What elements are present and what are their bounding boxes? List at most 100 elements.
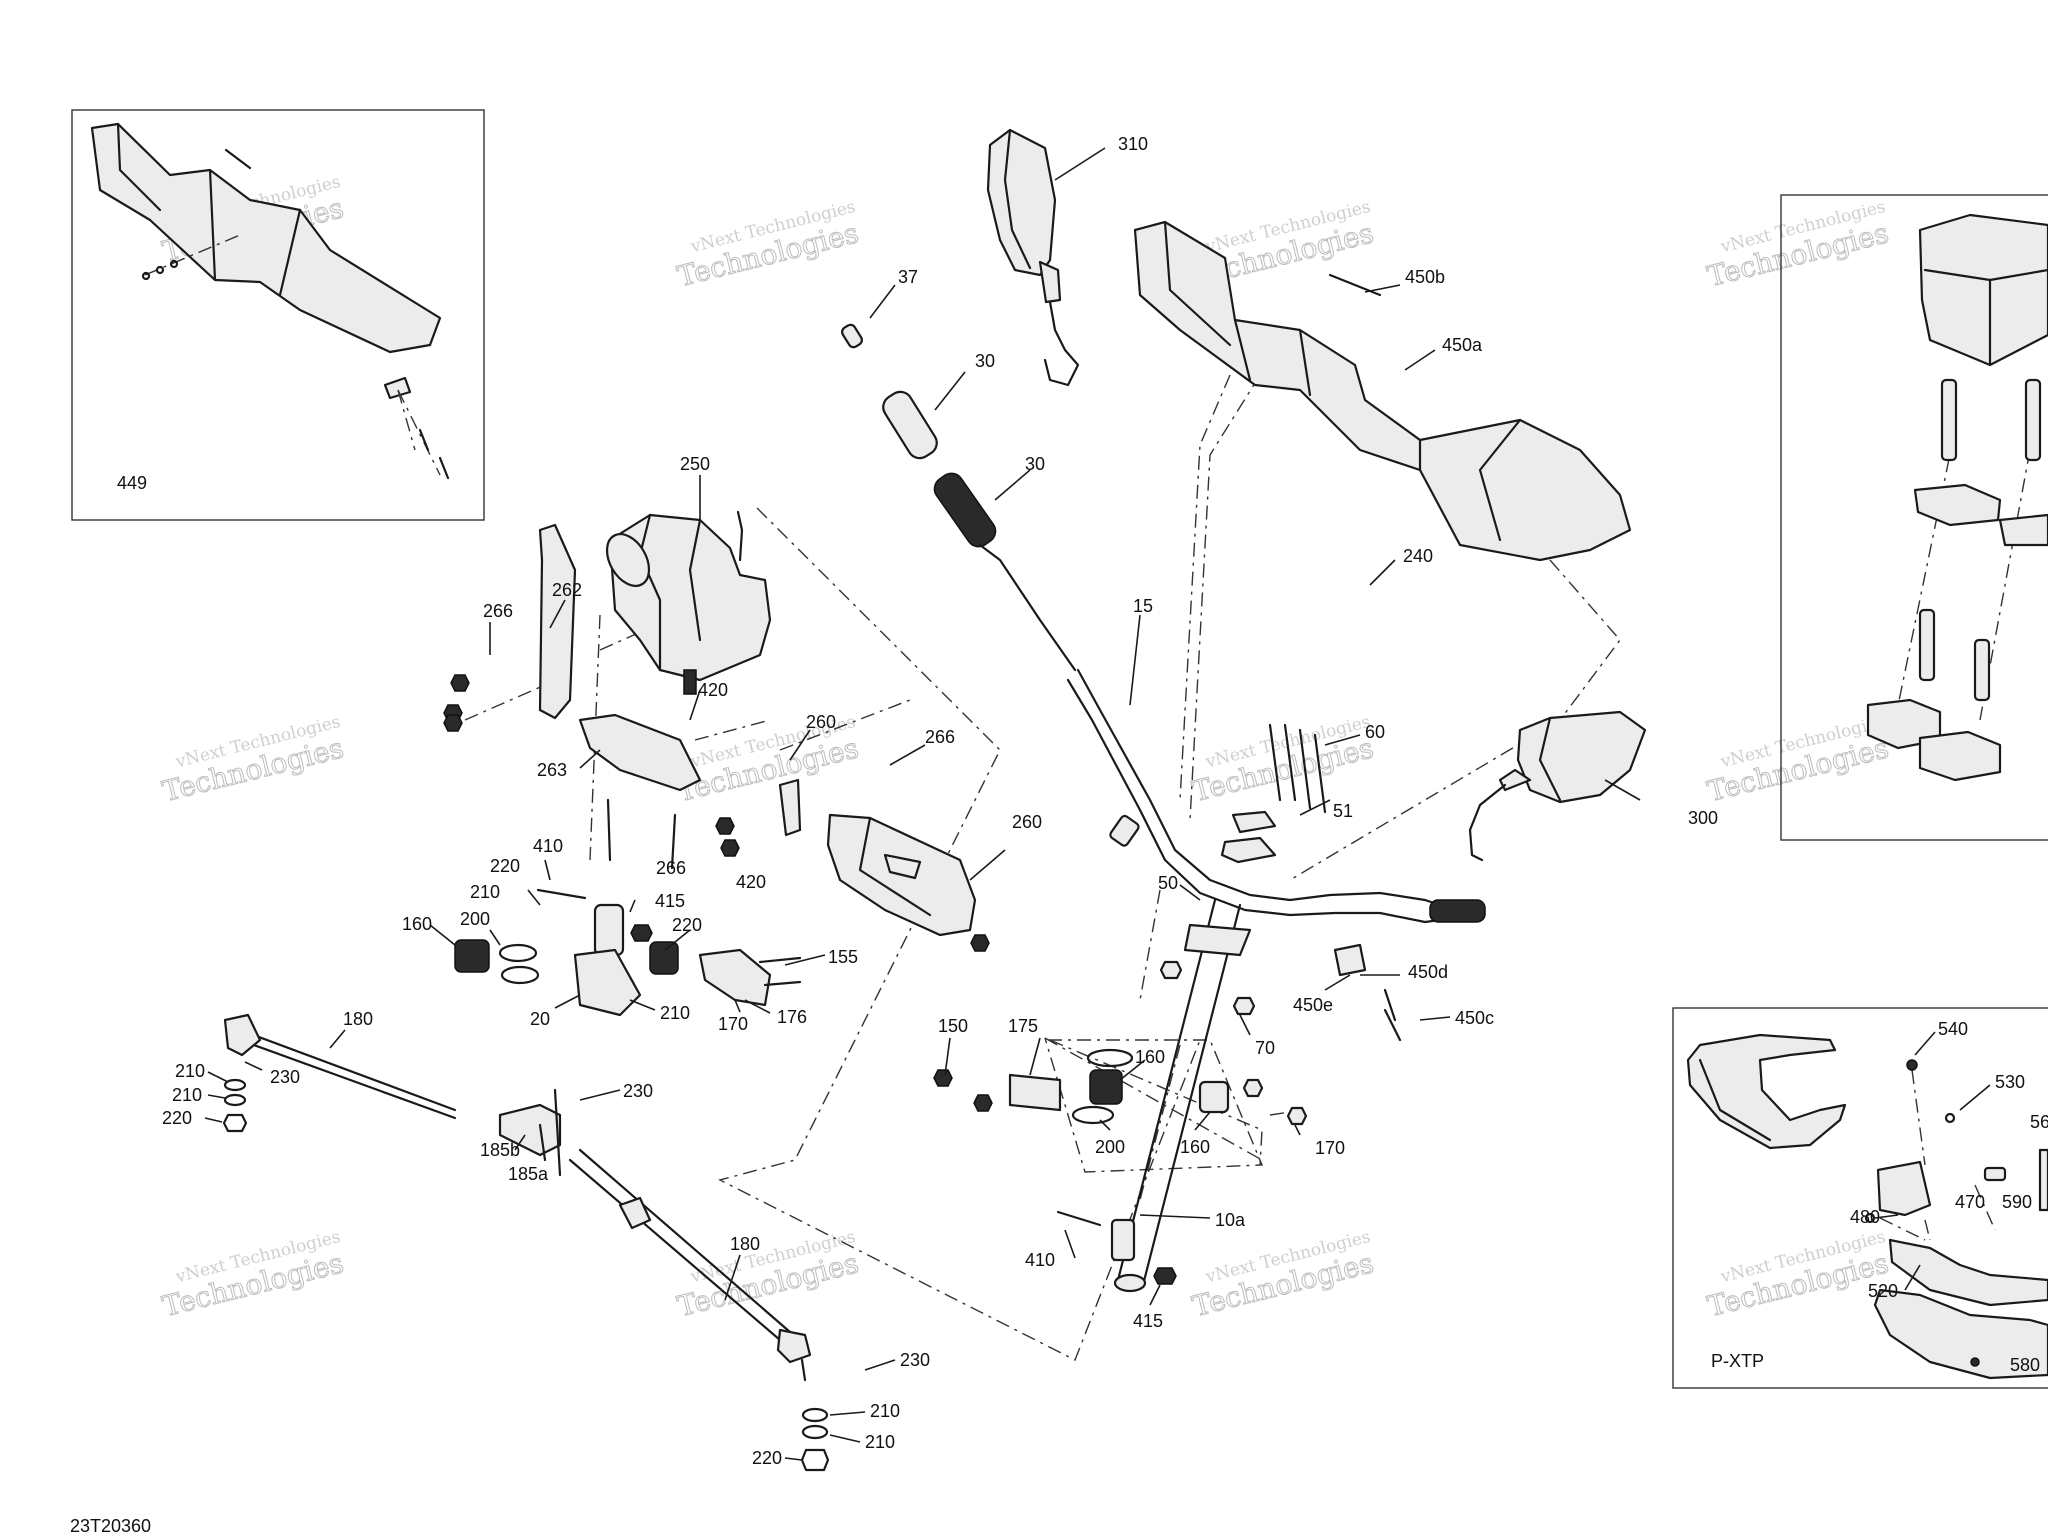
callout-170: 170 <box>1315 1138 1345 1158</box>
callout-160: 160 <box>1135 1047 1165 1067</box>
mirror-310 <box>986 128 1080 387</box>
callout-450e: 450e <box>1293 995 1333 1015</box>
callout-210: 210 <box>870 1401 900 1421</box>
callout-480: 480 <box>1850 1207 1880 1227</box>
callout-175: 175 <box>1008 1016 1038 1036</box>
inset-box-p-xtp <box>1672 1007 2048 1389</box>
callout-160: 160 <box>1180 1137 1210 1157</box>
callout-220: 220 <box>490 856 520 876</box>
callout-450b: 450b <box>1405 267 1445 287</box>
bracket-175 <box>1008 1073 1062 1112</box>
callout-30: 30 <box>1025 454 1045 474</box>
callout-590: 590 <box>2002 1192 2032 1212</box>
callout-260: 260 <box>806 712 836 732</box>
callout-20: 20 <box>530 1009 550 1029</box>
callout-labels: 310 37 30 30 450b 450a 250 240 15 266 26… <box>70 134 2048 1536</box>
callout-210: 210 <box>172 1085 202 1105</box>
bracket-262 <box>538 523 702 792</box>
callout-250: 250 <box>680 454 710 474</box>
callout-410: 410 <box>1025 1250 1055 1270</box>
callout-310: 310 <box>1118 134 1148 154</box>
callout-300: 300 <box>1688 808 1718 828</box>
callout-200: 200 <box>1095 1137 1125 1157</box>
callout-37: 37 <box>898 267 918 287</box>
steering-column-10a <box>1110 898 1252 1293</box>
callout-160: 160 <box>402 914 432 934</box>
callout-56: 56 <box>2030 1112 2048 1132</box>
callout-520: 520 <box>1868 1281 1898 1301</box>
callout-540: 540 <box>1938 1019 1968 1039</box>
callout-266: 266 <box>925 727 955 747</box>
callout-230: 230 <box>270 1067 300 1087</box>
handlebar-15 <box>1066 668 1486 924</box>
callout-260: 260 <box>1012 812 1042 832</box>
callout-150: 150 <box>938 1016 968 1036</box>
callout-210: 210 <box>660 1003 690 1023</box>
callout-180: 180 <box>343 1009 373 1029</box>
callout-155: 155 <box>828 947 858 967</box>
callout-210: 210 <box>470 882 500 902</box>
inset-p-xtp-handguard <box>1686 1033 2048 1380</box>
callout-580: 580 <box>2010 1355 2040 1375</box>
inset-449-handguard <box>90 122 450 480</box>
inset-right-top-clamps <box>1866 213 2048 782</box>
callout-262: 262 <box>552 580 582 600</box>
grip-30-upper <box>841 323 938 460</box>
inset-label-p-xtp: P-XTP <box>1711 1351 1764 1371</box>
callout-420: 420 <box>698 680 728 700</box>
tie-rod-180-lower <box>568 1148 812 1382</box>
bracket-260 <box>778 778 977 937</box>
assembly-dash-lines <box>464 374 1621 1361</box>
callout-450a: 450a <box>1442 335 1483 355</box>
callout-450c: 450c <box>1455 1008 1494 1028</box>
callout-220: 220 <box>162 1108 192 1128</box>
inset-label-449: 449 <box>117 473 147 493</box>
callout-230: 230 <box>623 1081 653 1101</box>
callout-415: 415 <box>655 891 685 911</box>
handguard-450a <box>1133 220 1632 562</box>
callout-15: 15 <box>1133 596 1153 616</box>
diagram-code: 23T20360 <box>70 1516 151 1536</box>
callout-415: 415 <box>1133 1311 1163 1331</box>
inset-box-449 <box>71 109 485 521</box>
callout-263: 263 <box>537 760 567 780</box>
callout-51: 51 <box>1333 801 1353 821</box>
callout-240: 240 <box>1403 546 1433 566</box>
callout-10a: 10a <box>1215 1210 1246 1230</box>
callout-185b: 185b <box>480 1140 520 1160</box>
callout-200: 200 <box>460 909 490 929</box>
bearing-halves <box>649 941 1230 1114</box>
callout-70: 70 <box>1255 1038 1275 1058</box>
bearing-160-left <box>454 939 490 973</box>
callout-170: 170 <box>718 1014 748 1034</box>
callout-30: 30 <box>975 351 995 371</box>
callout-185a: 185a <box>508 1164 549 1184</box>
callout-180: 180 <box>730 1234 760 1254</box>
callout-210: 210 <box>865 1432 895 1452</box>
callout-230: 230 <box>900 1350 930 1370</box>
grip-30-lower <box>933 472 1077 672</box>
callout-60: 60 <box>1365 722 1385 742</box>
support-20 <box>573 903 642 1017</box>
callout-530: 530 <box>1995 1072 2025 1092</box>
tie-rod-180-upper <box>223 1013 562 1177</box>
callout-470: 470 <box>1955 1192 1985 1212</box>
bracket-176 <box>698 948 772 1007</box>
leader-lines <box>204 147 1991 1461</box>
power-steering-250 <box>605 510 772 695</box>
callout-420: 420 <box>736 872 766 892</box>
callout-410: 410 <box>533 836 563 856</box>
callout-210: 210 <box>175 1061 205 1081</box>
callout-176: 176 <box>777 1007 807 1027</box>
callout-266: 266 <box>483 601 513 621</box>
callout-266: 266 <box>656 858 686 878</box>
washers-nuts <box>222 924 1177 1472</box>
callout-50: 50 <box>1158 873 1178 893</box>
callout-220: 220 <box>752 1448 782 1468</box>
rings-200 <box>498 943 1134 1125</box>
callout-220: 220 <box>672 915 702 935</box>
callout-450d: 450d <box>1408 962 1448 982</box>
hardware-bolts <box>443 674 1402 1227</box>
